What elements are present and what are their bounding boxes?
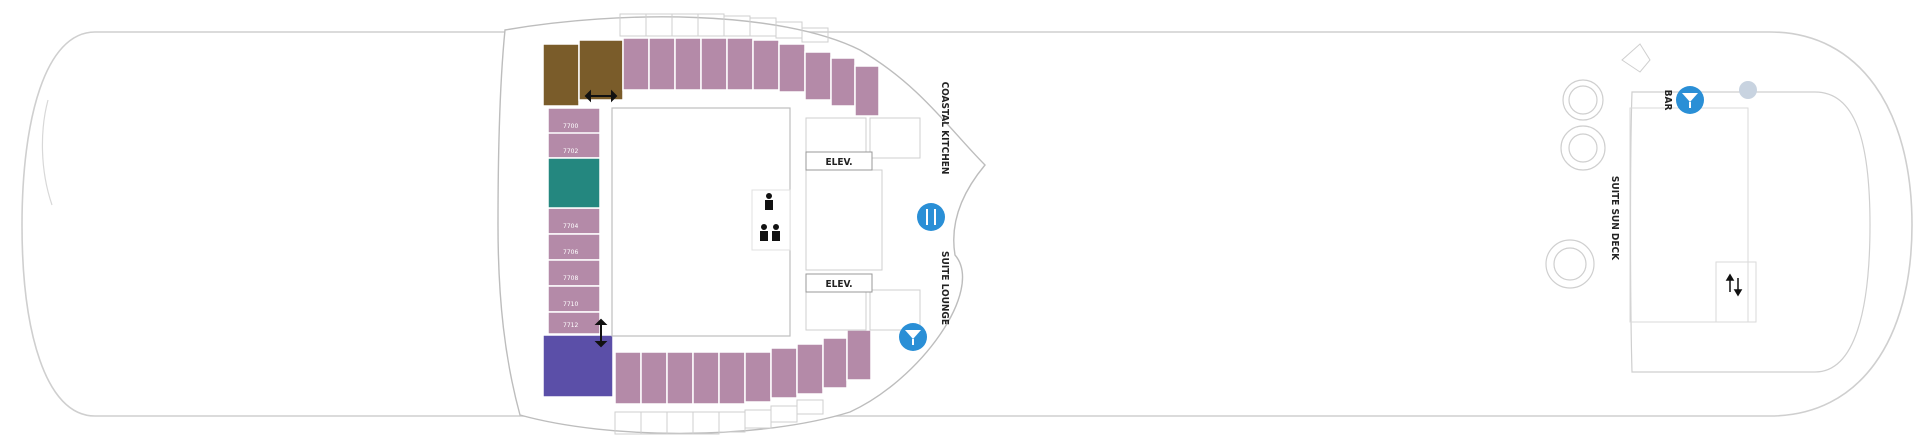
deck-post-icon (1739, 81, 1757, 99)
cabin-number-labels: 7700 7702 7704 7706 7708 7710 7712 (563, 123, 578, 329)
restrooms (751, 189, 791, 251)
balcony-stubs-bottom (614, 399, 824, 435)
suite-row-bottom (614, 329, 872, 405)
svg-text:7706: 7706 (563, 249, 578, 256)
elevator-bottom (805, 273, 873, 293)
restroom-icon (760, 193, 780, 241)
elevator-top (805, 151, 873, 171)
elevator-bottom-label: ELEV. (825, 279, 852, 290)
suite-accessible[interactable] (547, 157, 601, 209)
ship-hull-outline (21, 31, 1913, 417)
svg-text:7700: 7700 (563, 123, 578, 130)
suite-sun-deck: SUITE SUN DECK (1545, 43, 1871, 373)
cocktail-glass-icon[interactable] (1676, 86, 1704, 114)
coastal-kitchen: COASTAL KITCHEN (917, 82, 950, 231)
suite-owners-corner-a[interactable] (542, 43, 580, 107)
suite-lounge-label: SUITE LOUNGE (939, 251, 950, 325)
bar: BAR (1662, 86, 1704, 114)
suite-sun-deck-label: SUITE SUN DECK (1609, 176, 1620, 261)
suite-owners-corner-b[interactable] (578, 39, 624, 101)
stairs-arrow-icon (1725, 273, 1743, 297)
stairs-arrow-icon (584, 89, 618, 348)
suite-lounge: SUITE LOUNGE (899, 251, 950, 351)
suite-column-left (547, 107, 601, 335)
elevator-top-label: ELEV. (825, 157, 852, 168)
svg-text:7704: 7704 (563, 223, 578, 230)
coastal-kitchen-label: COASTAL KITCHEN (939, 82, 950, 175)
restaurant-icon[interactable] (917, 203, 945, 231)
bar-label: BAR (1662, 90, 1673, 111)
svg-text:7708: 7708 (563, 275, 578, 282)
hull-stern-detail (41, 99, 53, 206)
svg-text:7712: 7712 (563, 322, 578, 329)
svg-text:7702: 7702 (563, 148, 578, 155)
bow-gangway (1621, 43, 1651, 73)
balcony-stubs-top (619, 13, 829, 43)
suite-row-top (622, 37, 880, 117)
cocktail-glass-icon[interactable] (899, 323, 927, 351)
svg-text:7710: 7710 (563, 301, 578, 308)
hot-tub-circles (1545, 79, 1606, 289)
